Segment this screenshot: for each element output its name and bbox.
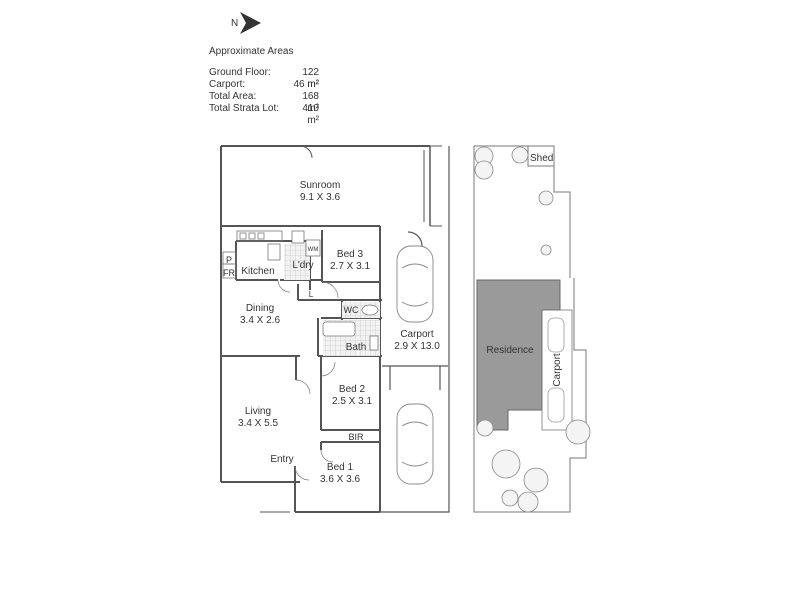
site-carport [541, 309, 573, 431]
room-carport-name: Carport [400, 329, 434, 340]
laundry-tub [291, 230, 305, 244]
area-value: 46 m² [293, 79, 319, 90]
car-icon [547, 387, 565, 423]
area-row: Total Area: 168 m² [209, 91, 319, 114]
room-fridge-name: FR [223, 268, 235, 278]
door-swings [277, 279, 339, 481]
room-bath-name: Bath [346, 342, 367, 353]
tree-icon [474, 146, 591, 513]
room-sunroom-dims: 9.1 X 3.6 [300, 192, 340, 203]
room-bir-name: BIR [348, 432, 364, 442]
site-shed-label: Shed [530, 153, 553, 164]
area-label: Total Strata Lot: [209, 103, 280, 114]
vanity [369, 335, 379, 351]
car-icon [547, 317, 565, 353]
room-living-dims: 3.4 X 5.5 [238, 418, 278, 429]
room-pantry-name: P [226, 255, 232, 265]
room-dining-dims: 3.4 X 2.6 [240, 315, 280, 326]
room-bed3-dims: 2.7 X 3.1 [330, 261, 370, 272]
area-label: Ground Floor: [209, 67, 271, 78]
areas-title: Approximate Areas [209, 46, 294, 57]
room-wc-name: WC [344, 305, 359, 315]
room-bed1-name: Bed 1 [327, 462, 354, 473]
room-laundry-name: L'dry [292, 260, 313, 271]
site-residence-label: Residence [486, 345, 534, 356]
room-entry-name: Entry [270, 454, 293, 465]
area-label: Carport: [209, 79, 246, 90]
site-boundary [473, 145, 587, 513]
sunroom-openings [260, 145, 442, 513]
compass-label: N [231, 18, 238, 29]
room-kitchen-name: Kitchen [241, 266, 274, 277]
kitchen-bench [222, 230, 283, 279]
area-value: 410 m² [302, 103, 319, 126]
room-bed2-dims: 2.5 X 3.1 [332, 396, 372, 407]
area-value: 168 m² [302, 91, 319, 114]
room-living-name: Living [245, 406, 271, 417]
room-bed2-name: Bed 2 [339, 384, 366, 395]
room-sunroom-name: Sunroom [300, 180, 341, 191]
bathtub [322, 321, 356, 337]
carport-outline [380, 146, 450, 513]
site-carport-label: Carport [552, 353, 563, 387]
room-linen-name: L [309, 290, 314, 299]
washing-machine [305, 239, 321, 257]
room-bed3-name: Bed 3 [337, 249, 364, 260]
area-row: Carport: 46 m² [209, 79, 319, 91]
north-arrow-icon: N [231, 12, 261, 34]
toilet [361, 304, 379, 316]
room-wm-name: WM [308, 247, 319, 253]
approximate-areas: Approximate Areas Ground Floor: 122 m² C… [209, 46, 319, 126]
room-bed1-dims: 3.6 X 3.6 [320, 474, 360, 485]
room-dining-name: Dining [246, 303, 274, 314]
car-icon [396, 403, 434, 485]
area-label: Total Area: [209, 91, 257, 102]
room-carport-dims: 2.9 X 13.0 [394, 341, 440, 352]
area-row: Total Strata Lot: 410 m² [209, 103, 319, 126]
car-icon [396, 245, 434, 323]
area-row: Ground Floor: 122 m² [209, 67, 319, 90]
area-value: 122 m² [302, 67, 319, 90]
